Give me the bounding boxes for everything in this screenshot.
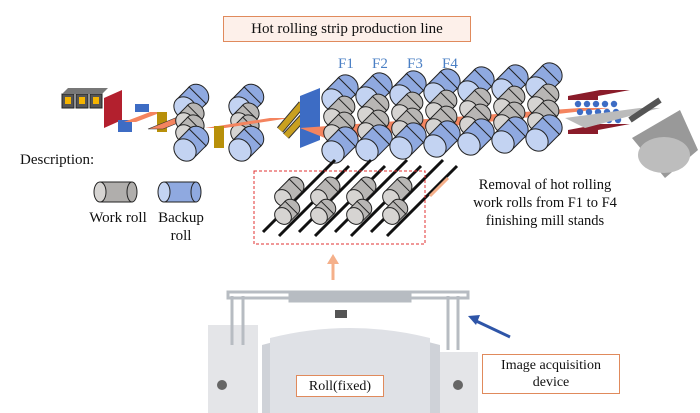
rail <box>297 158 373 234</box>
removal-caption: Removal of hot rolling work rolls from F… <box>455 176 635 230</box>
legend-backup-roll-label: Backup roll <box>150 209 212 245</box>
legend-backup-roll-icon <box>157 181 202 203</box>
finisher-backup-bottom <box>457 118 495 156</box>
rail <box>261 158 337 234</box>
water-drop <box>592 100 600 108</box>
finisher-backup-bottom <box>355 124 393 162</box>
removed-work-rolls <box>261 158 459 238</box>
finisher-backup-bottom <box>389 122 427 160</box>
entry-guide <box>300 88 320 148</box>
water-drop <box>585 108 593 116</box>
strip-segment-2 <box>205 118 290 128</box>
edger-2 <box>214 126 224 148</box>
highlight-box <box>253 170 426 245</box>
finisher-backup-bottom <box>321 126 359 164</box>
removed-work-roll-bottom <box>346 198 373 225</box>
rougher-backup-bottom <box>228 125 265 162</box>
slab <box>124 112 162 122</box>
legend-backup-line2: roll <box>170 228 192 244</box>
edger <box>157 112 167 132</box>
device-arrow <box>468 315 511 339</box>
description-heading: Description: <box>20 152 95 168</box>
camera-frame <box>226 290 470 350</box>
rail <box>369 158 445 234</box>
water-drop <box>601 100 609 108</box>
removal-arrow <box>428 176 450 198</box>
removed-work-roll-bottom <box>310 198 337 225</box>
legend-work-roll-label: Work roll <box>78 209 158 227</box>
stand-label-f3: F3 <box>407 56 423 72</box>
stand-label-f4: F4 <box>442 56 458 72</box>
removed-work-roll-bottom <box>382 198 409 225</box>
removal-line-2: work rolls from F1 to F4 <box>473 195 617 211</box>
rail <box>385 164 459 238</box>
removal-line-3: finishing mill stands <box>485 213 605 229</box>
coiler <box>628 97 698 178</box>
water-drop <box>610 100 618 108</box>
rougher-backup-bottom <box>173 125 210 162</box>
block-blue-2 <box>135 104 149 112</box>
legend-backup-line1: Backup <box>158 210 204 226</box>
image-acquisition-device-label: Image acquisition device <box>482 354 620 394</box>
descaler <box>104 90 122 128</box>
water-drop <box>576 108 584 116</box>
roll-fixed-label: Roll(fixed) <box>296 375 384 397</box>
block-blue-1 <box>118 120 132 132</box>
finishing-mills <box>321 62 563 164</box>
finisher-backup-bottom <box>525 114 563 152</box>
diagram-title: Hot rolling strip production line <box>223 16 471 42</box>
device-label-line1: Image acquisition <box>501 358 601 373</box>
legend-work-roll-text: Work roll <box>89 210 147 226</box>
removal-line-1: Removal of hot rolling <box>478 177 612 193</box>
removed-work-roll-bottom <box>274 198 301 225</box>
reheating-furnace <box>61 88 108 109</box>
device-label-line2: device <box>532 375 570 390</box>
up-arrow <box>327 254 339 280</box>
water-drop <box>583 100 591 108</box>
water-drop <box>574 100 582 108</box>
legend-work-roll-icon <box>93 181 138 203</box>
stand-label-f2: F2 <box>372 56 388 72</box>
rail <box>333 158 409 234</box>
removed-work-roll-top <box>310 176 341 207</box>
stand-label-f1: F1 <box>338 56 354 72</box>
